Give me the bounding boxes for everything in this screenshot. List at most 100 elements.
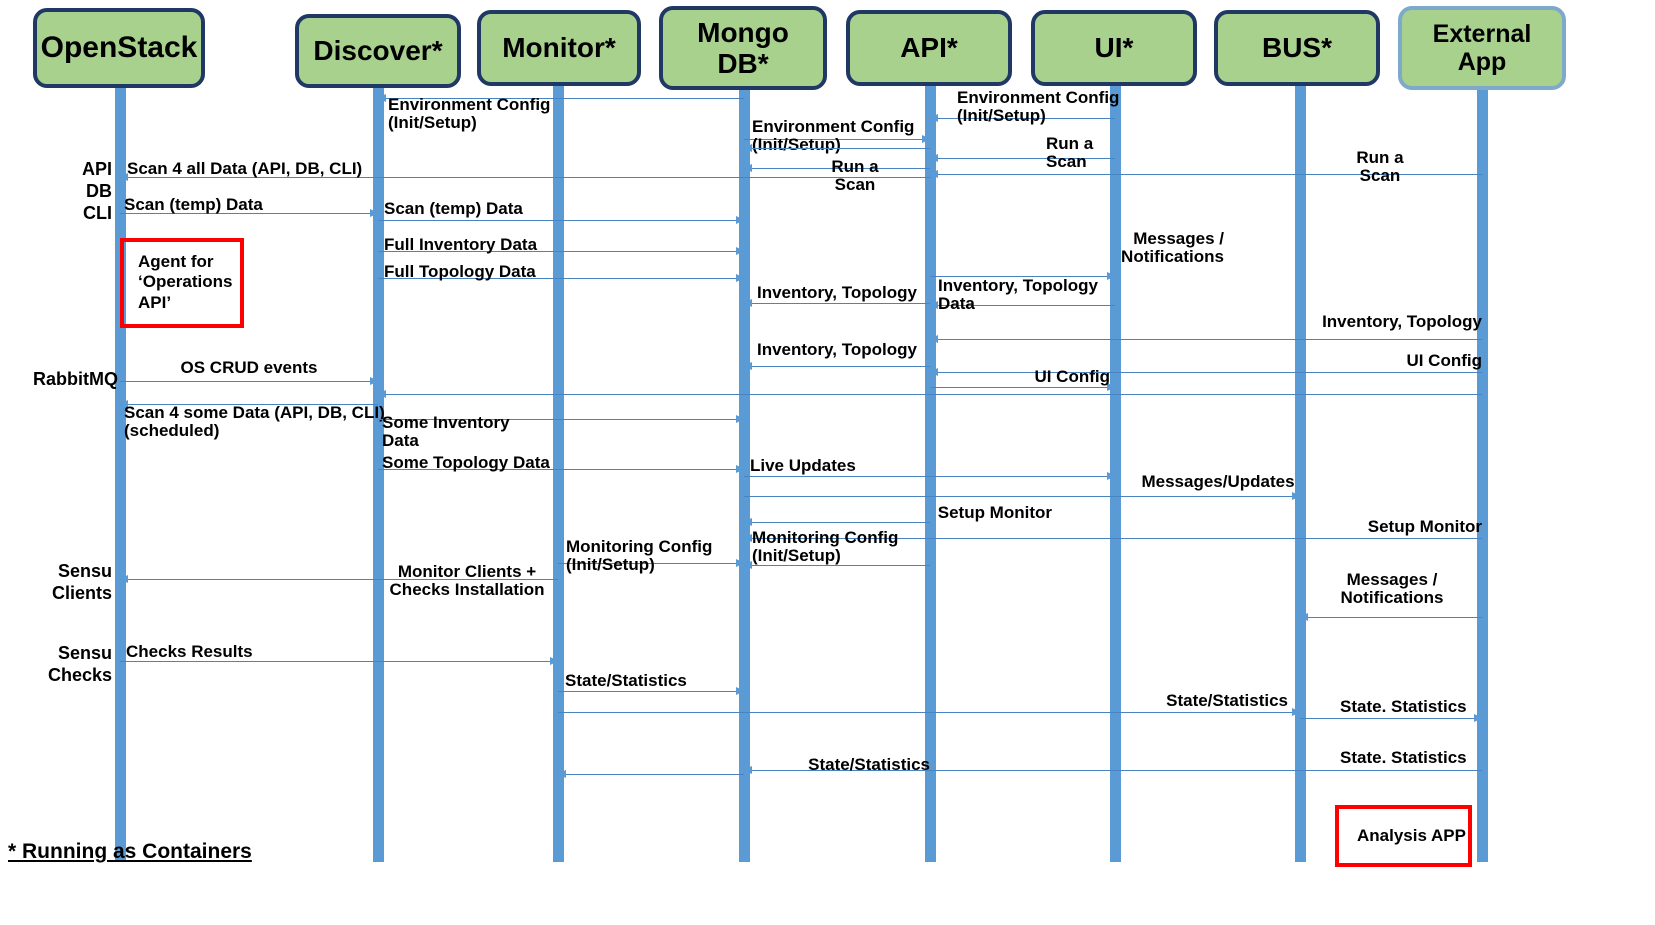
arrow-head-icon (1474, 713, 1483, 722)
message-line (120, 177, 930, 178)
side-label-2: CLI (83, 203, 112, 223)
message-label-m13: Messages /Notifications (1121, 229, 1224, 267)
arrow-head-icon (743, 298, 752, 307)
message-label-m27: Setup Monitor (937, 503, 1052, 522)
message-label-m29: Monitoring Config(Init/Setup) (566, 537, 713, 575)
side-label-6: Sensu (57, 643, 112, 663)
message-line (558, 563, 744, 564)
message-line (930, 339, 1482, 340)
actor-ui[interactable]: UI* (1031, 10, 1197, 86)
message-label-m38: State/Statistics (808, 755, 930, 774)
message-label-m35: State/Statistics (1166, 691, 1288, 710)
message-label-m36: State. Statistics (1340, 697, 1467, 716)
message-line (744, 770, 1482, 771)
side-label-3: RabbitMQ (33, 369, 118, 389)
message-line (744, 538, 1482, 539)
lifeline-monitor (553, 86, 564, 862)
actor-bus[interactable]: BUS* (1214, 10, 1380, 86)
message-line (744, 496, 1300, 497)
message-line (558, 712, 1300, 713)
actor-discover[interactable]: Discover* (295, 14, 461, 88)
message-line (378, 469, 744, 470)
message-line (1300, 617, 1482, 618)
message-label-m19: OS CRUD events (180, 358, 318, 377)
message-line (744, 565, 930, 566)
arrow-head-icon (743, 765, 752, 774)
message-line (930, 158, 1115, 159)
arrow-head-icon (1299, 612, 1308, 621)
arrow-head-icon (1292, 491, 1301, 500)
side-label-4: Sensu (57, 561, 112, 581)
message-label-m30: Monitoring Config(Init/Setup) (752, 528, 899, 566)
arrow-head-icon (736, 686, 745, 695)
side-label-5: Clients (51, 583, 112, 603)
arrow-head-icon (743, 163, 752, 172)
message-line (120, 404, 378, 405)
arrow-head-icon (557, 769, 566, 778)
arrow-head-icon (929, 334, 938, 343)
message-line (744, 476, 1115, 477)
arrow-head-icon (1107, 382, 1116, 391)
arrow-head-icon (743, 560, 752, 569)
message-line (930, 118, 1115, 119)
arrow-head-icon (929, 300, 938, 309)
message-label-m26: Messages/Updates (1141, 472, 1295, 491)
message-line (120, 381, 378, 382)
actor-api[interactable]: API* (846, 10, 1012, 86)
actor-openstack[interactable]: OpenStack (33, 8, 205, 88)
arrow-head-icon (743, 533, 752, 542)
message-line (930, 305, 1115, 306)
actor-label-monitor: Monitor* (502, 32, 616, 64)
message-line (744, 522, 930, 523)
arrow-head-icon (922, 134, 931, 143)
message-line (744, 168, 930, 169)
message-line (378, 98, 744, 99)
message-label-m10: Scan (temp) Data (384, 199, 523, 218)
arrow-head-icon (736, 414, 745, 423)
arrow-head-icon (119, 172, 128, 181)
arrow-head-icon (119, 399, 128, 408)
message-line (120, 213, 378, 214)
message-label-m37: State. Statistics (1340, 748, 1467, 767)
lifeline-discover (373, 88, 384, 862)
message-line (378, 278, 744, 279)
arrow-head-icon (929, 367, 938, 376)
side-label-1: DB (86, 181, 112, 201)
message-label-m18: UI Config (1406, 351, 1482, 370)
message-label-m17: Inventory, Topology (757, 340, 917, 359)
arrow-head-icon (736, 246, 745, 255)
message-line (930, 174, 1482, 175)
message-line (930, 372, 1482, 373)
message-line (120, 579, 558, 580)
arrow-head-icon (370, 208, 379, 217)
callout-label-agent-note: Agent for‘Operations API’ (138, 252, 233, 312)
arrow-head-icon (377, 93, 386, 102)
message-label-m14: Inventory, Topology (757, 283, 917, 302)
lifeline-external (1477, 86, 1488, 862)
actor-label-bus: BUS* (1261, 32, 1332, 64)
arrow-head-icon (377, 389, 386, 398)
lifeline-bus (1295, 86, 1306, 862)
message-line (744, 148, 930, 149)
message-line (1300, 718, 1482, 719)
message-line (378, 419, 744, 420)
message-label-m11: Full Inventory Data (384, 235, 538, 254)
actor-monitor[interactable]: Monitor* (477, 10, 641, 86)
message-label-m28: Setup Monitor (1367, 517, 1482, 536)
message-label-m01: Environment Config(Init/Setup) (388, 95, 551, 133)
arrow-head-icon (1107, 471, 1116, 480)
side-label-0: API (81, 159, 112, 179)
message-line (120, 661, 558, 662)
arrow-head-icon (929, 169, 938, 178)
message-line (744, 139, 930, 140)
message-label-m25: Live Updates (750, 456, 856, 475)
